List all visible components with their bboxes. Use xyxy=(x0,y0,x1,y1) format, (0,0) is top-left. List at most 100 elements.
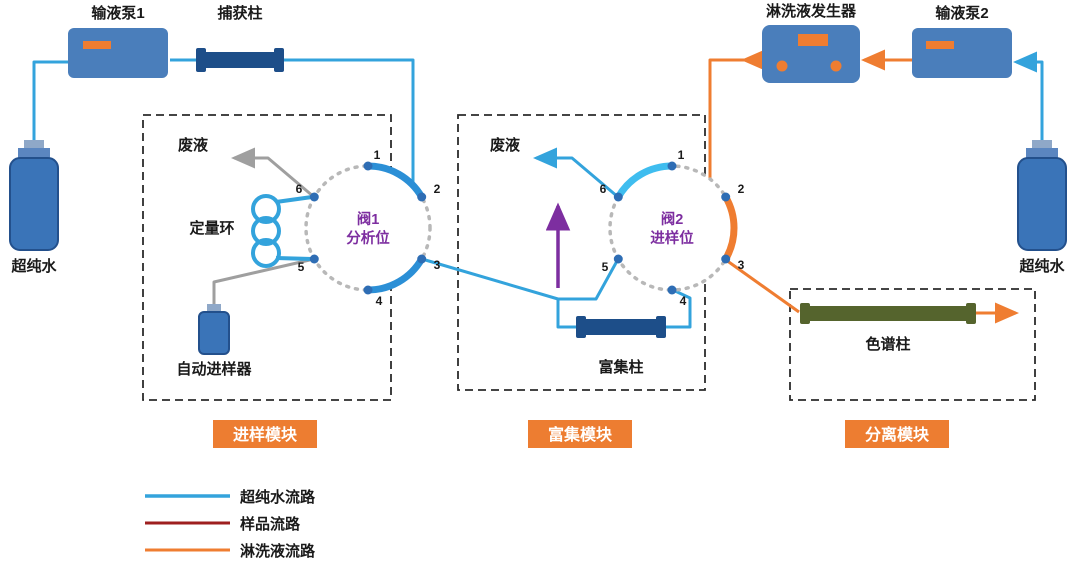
module-tab-enrichment-bg xyxy=(528,420,632,448)
eluent-line-valve2-port3-to-column xyxy=(725,258,800,314)
legend: 超纯水流路 样品流路 淋洗液流路 xyxy=(145,488,316,560)
valve1-position: 分析位 xyxy=(346,229,390,247)
valve1-port-4 xyxy=(363,285,373,295)
capture-column: 捕获柱 xyxy=(196,4,284,72)
valve2-port-label: 3 xyxy=(738,258,745,272)
valve2-port-5 xyxy=(613,254,623,264)
valve2-port-6 xyxy=(613,192,623,202)
separation-column-label: 色谱柱 xyxy=(865,335,910,353)
pump2-display xyxy=(926,41,954,49)
valve1-arc-port1-port2 xyxy=(364,162,426,201)
valve2-arc-port6-port1 xyxy=(614,162,676,201)
valve1-name: 阀1 xyxy=(357,210,380,228)
module-tab-injection-bg xyxy=(213,420,317,448)
waste1-label: 废液 xyxy=(178,136,209,154)
valve1-port-1 xyxy=(363,161,373,171)
module-tab-enrichment-label: 富集模块 xyxy=(548,425,613,444)
pump1: 输液泵1 xyxy=(68,4,168,78)
autosampler-cap xyxy=(207,304,221,312)
pump2-body xyxy=(912,28,1012,78)
coil-ring xyxy=(251,216,281,246)
eluent-generator: 淋洗液发生器 xyxy=(762,2,860,83)
valve2-port-label: 5 xyxy=(602,260,609,274)
water-bottle-left: 超纯水 xyxy=(9,140,59,275)
valve2-port-label: 2 xyxy=(738,182,745,196)
autosampler: 自动进样器 xyxy=(176,304,252,378)
enrichment-column-label: 富集柱 xyxy=(598,358,643,376)
valve1: 1 2 3 4 5 6 阀1 分析位 xyxy=(296,148,441,308)
valve2-port-label: 1 xyxy=(678,148,685,162)
capture-column-label: 捕获柱 xyxy=(217,4,262,22)
autosampler-vial xyxy=(198,311,230,355)
valve2-port-label: 6 xyxy=(600,182,607,196)
module-tab-injection: 进样模块 xyxy=(213,420,317,448)
waste2-label: 废液 xyxy=(490,136,521,154)
separation-column-endcap-left xyxy=(800,303,810,324)
valve1-port-label: 1 xyxy=(374,148,381,162)
module-tab-separation: 分离模块 xyxy=(845,420,949,448)
bottle-cap xyxy=(24,140,44,149)
pump1-body xyxy=(68,28,168,78)
valve2-port-label: 4 xyxy=(680,294,687,308)
pump1-label: 输液泵1 xyxy=(91,4,144,22)
water-line-bottle1-to-pump1 xyxy=(32,60,70,140)
eluent-generator-knob-right xyxy=(830,60,842,72)
pump2-label: 输液泵2 xyxy=(935,4,988,22)
module-tab-injection-label: 进样模块 xyxy=(233,425,298,444)
valve2-arc-port2-port3 xyxy=(722,193,738,263)
separation-column-endcap-right xyxy=(966,303,976,324)
water-right-label: 超纯水 xyxy=(1018,257,1065,275)
valve1-port-label: 2 xyxy=(434,182,441,196)
enrichment-column-endcap-left xyxy=(576,316,586,338)
module-tab-separation-bg xyxy=(845,420,949,448)
coil-ring xyxy=(251,194,281,224)
legend-label-eluent: 淋洗液流路 xyxy=(240,542,316,560)
coil-top-stub xyxy=(275,195,313,204)
valve2: 1 2 3 4 5 6 阀2 进样位 xyxy=(600,148,745,308)
valve1-port-6 xyxy=(309,192,319,202)
capture-column-endcap-left xyxy=(196,48,206,72)
module-tab-enrichment: 富集模块 xyxy=(528,420,632,448)
legend-label-water: 超纯水流路 xyxy=(239,488,316,506)
water-left-label: 超纯水 xyxy=(10,257,57,275)
valve2-port-1 xyxy=(667,161,677,171)
eluent-generator-knob-left xyxy=(776,60,788,72)
autosampler-label: 自动进样器 xyxy=(176,360,252,378)
valve2-position: 进样位 xyxy=(650,229,694,247)
water-line-junction-to-enrichment-column xyxy=(556,299,576,329)
water-line-valve1-port3-to-enrichment xyxy=(421,257,559,301)
water-line-enrichment-column-to-valve2-port4 xyxy=(666,288,692,329)
bottle-body xyxy=(1017,157,1067,251)
waste-line-valve1 xyxy=(231,147,315,199)
eluent-generator-label: 淋洗液发生器 xyxy=(766,2,857,20)
module-tab-separation-label: 分离模块 xyxy=(865,425,930,444)
capture-column-endcap-right xyxy=(274,48,284,72)
enrichment-column-endcap-right xyxy=(656,316,666,338)
eluent-line-to-valve2-port2 xyxy=(708,58,745,198)
valve1-port-label: 3 xyxy=(434,258,441,272)
enrichment-column: 富集柱 xyxy=(576,316,666,376)
autosampler-line-to-valve1-port5 xyxy=(212,257,315,306)
separation-column-body xyxy=(808,306,968,321)
capture-column-body xyxy=(204,52,276,68)
sample-loop-label: 定量环 xyxy=(189,219,234,237)
bottle-cap xyxy=(1032,140,1052,149)
pump1-display xyxy=(83,41,111,49)
valve1-port-label: 6 xyxy=(296,182,303,196)
water-bottle-right: 超纯水 xyxy=(1017,140,1067,275)
valve1-port-label: 5 xyxy=(298,260,305,274)
coil-bottom-stub xyxy=(275,256,313,261)
enrichment-column-body xyxy=(584,319,658,335)
valve2-port-4 xyxy=(667,285,677,295)
valve1-port-3 xyxy=(417,254,427,264)
valve2-port-3 xyxy=(721,254,731,264)
coil-ring xyxy=(251,238,281,268)
pump2: 输液泵2 xyxy=(912,4,1012,78)
water-line-junction-to-valve2-port5 xyxy=(558,260,619,301)
valve1-arc-port3-port4 xyxy=(364,255,426,294)
bottle-body xyxy=(9,157,59,251)
eluent-generator-display xyxy=(798,34,828,46)
valve1-port-5 xyxy=(309,254,319,264)
